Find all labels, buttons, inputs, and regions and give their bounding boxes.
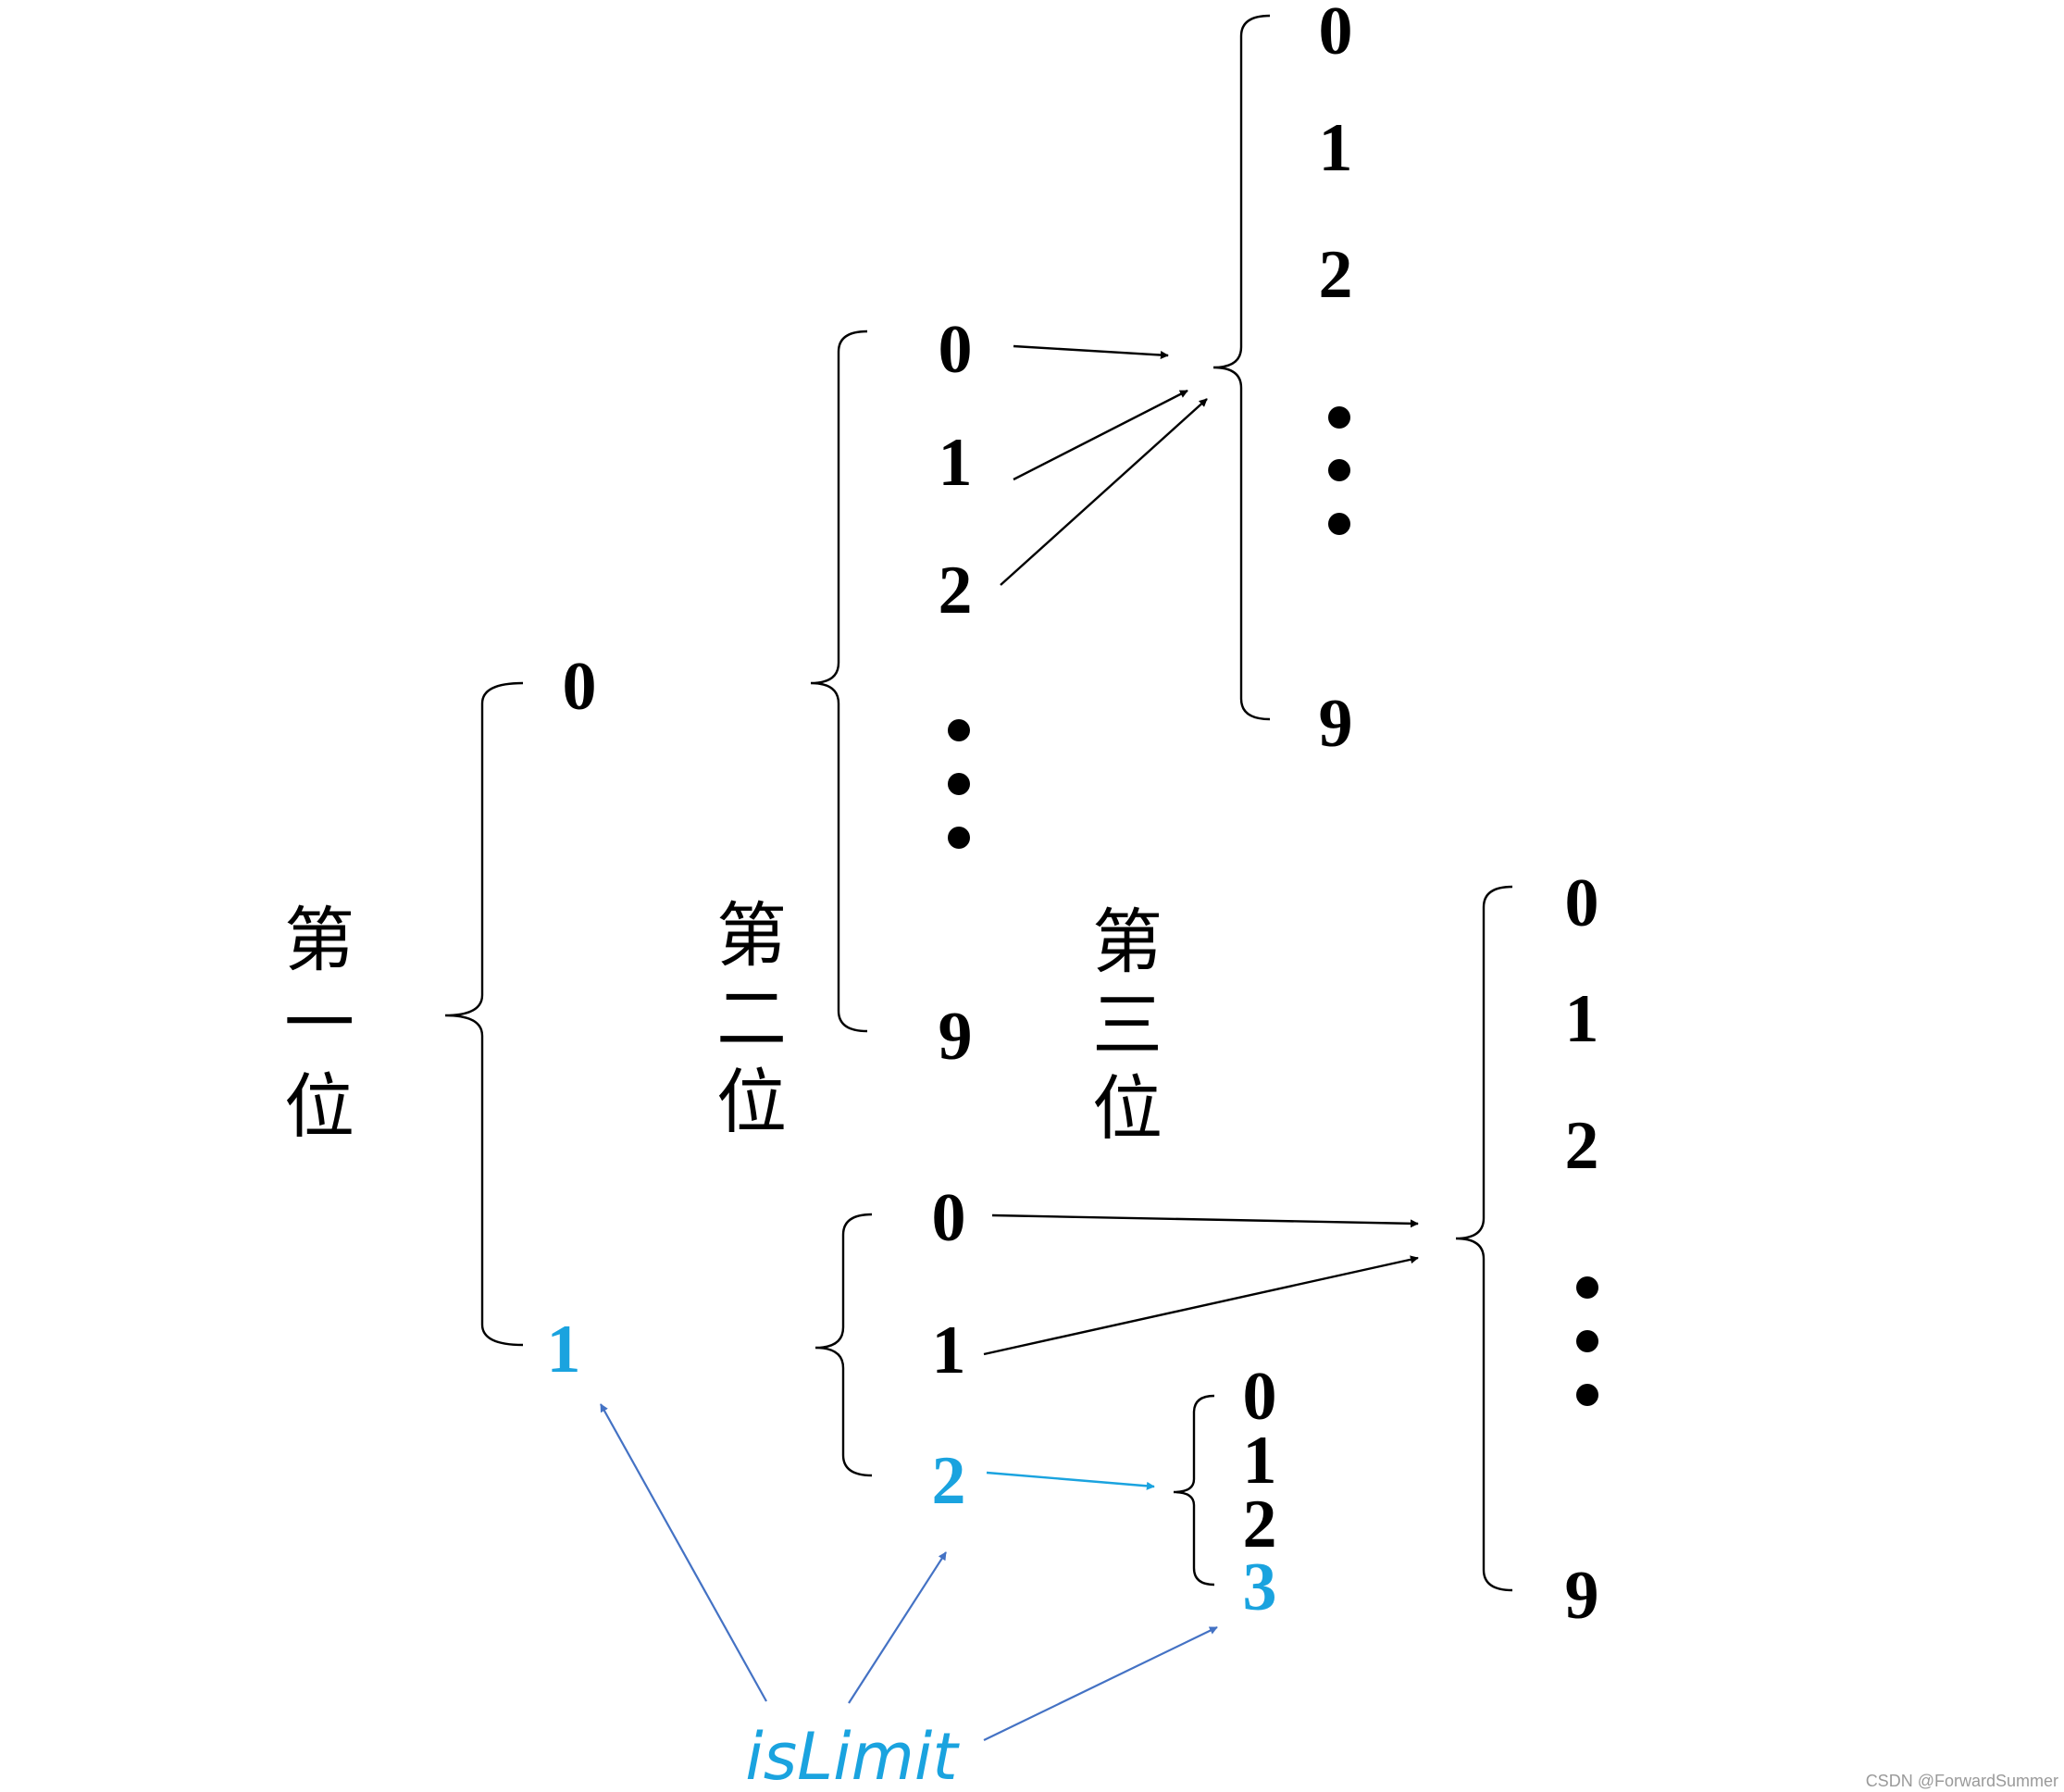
arrow-second-under-1-1-to-free-subtree xyxy=(983,1255,1419,1356)
arrow-second-2-to-limited-subtree xyxy=(986,1471,1155,1490)
watermark: CSDN @ForwardSummer xyxy=(1866,1772,2058,1790)
third-under-1-free-ellipsis-dot-2 xyxy=(1576,1330,1598,1352)
arrow-islimit-to-second-2 xyxy=(848,1551,947,1704)
second-under-0-ellipsis-dot-2 xyxy=(948,773,970,795)
third-under-0-ellipsis-dot-1 xyxy=(1328,406,1350,429)
third-digit-under-1-2-brace xyxy=(1173,1394,1215,1587)
third-under-1-free-digit-9: 9 xyxy=(1565,1558,1599,1634)
second-under-1-digit-1: 1 xyxy=(932,1313,966,1388)
third-under-1-2-digit-1: 1 xyxy=(1243,1423,1277,1499)
arrow-islimit-to-first-1 xyxy=(600,1403,767,1702)
second-digit-under-0-brace xyxy=(810,330,868,1033)
second-position-label: 第 二 位 xyxy=(716,894,787,1143)
second-under-0-digit-0: 0 xyxy=(939,312,973,388)
third-under-0-digit-9: 9 xyxy=(1319,686,1353,762)
third-under-0-digit-0: 0 xyxy=(1319,0,1353,69)
third-under-1-2-digit-2: 2 xyxy=(1243,1487,1277,1562)
arrow-second-2-to-third-subtree xyxy=(1000,398,1208,586)
first-digit-brace xyxy=(444,681,524,1347)
arrow-second-0-to-third-subtree xyxy=(1013,344,1169,360)
third-position-char-3: 位 xyxy=(1092,1067,1163,1150)
third-under-1-free-digit-2: 2 xyxy=(1565,1108,1599,1184)
second-under-0-digit-9: 9 xyxy=(939,999,973,1075)
second-under-0-ellipsis-dot-3 xyxy=(948,827,970,849)
second-position-char-3: 位 xyxy=(716,1061,787,1143)
third-under-0-ellipsis-dot-2 xyxy=(1328,459,1350,481)
arrow-second-under-1-0-to-free-subtree xyxy=(991,1213,1419,1228)
second-position-char-1: 第 xyxy=(716,894,787,977)
second-under-0-digit-2: 2 xyxy=(939,553,973,628)
third-position-label: 第 三 位 xyxy=(1092,901,1163,1150)
first-position-char-2: 一 xyxy=(284,982,354,1064)
second-under-1-digit-2-highlighted: 2 xyxy=(932,1443,966,1519)
first-position-char-1: 第 xyxy=(284,899,354,981)
third-under-1-free-digit-1: 1 xyxy=(1565,981,1599,1057)
third-under-0-digit-2: 2 xyxy=(1319,237,1353,313)
third-digit-under-0-brace xyxy=(1212,14,1271,721)
second-position-char-2: 二 xyxy=(716,977,787,1060)
third-under-1-free-digit-0: 0 xyxy=(1565,865,1599,941)
third-position-char-2: 三 xyxy=(1092,984,1163,1066)
second-digit-under-1-brace xyxy=(814,1213,873,1477)
third-digit-under-1-free-brace xyxy=(1455,885,1513,1592)
arrow-islimit-to-third-3 xyxy=(983,1626,1218,1741)
third-under-1-free-ellipsis-dot-1 xyxy=(1576,1276,1598,1299)
arrow-second-1-to-third-subtree xyxy=(1013,389,1188,481)
third-under-1-free-ellipsis-dot-3 xyxy=(1576,1384,1598,1406)
third-under-0-ellipsis-dot-3 xyxy=(1328,513,1350,535)
third-under-0-digit-1: 1 xyxy=(1319,110,1353,186)
third-under-1-2-digit-0: 0 xyxy=(1243,1359,1277,1435)
first-digit-0: 0 xyxy=(563,649,597,725)
second-under-0-ellipsis-dot-1 xyxy=(948,719,970,741)
islimit-label: isLimit xyxy=(745,1719,960,1792)
third-under-1-2-digit-3-highlighted: 3 xyxy=(1243,1549,1277,1625)
first-position-label: 第 一 位 xyxy=(284,899,354,1148)
first-position-char-3: 位 xyxy=(284,1065,354,1148)
third-position-char-1: 第 xyxy=(1092,901,1163,983)
first-digit-1-highlighted: 1 xyxy=(547,1312,581,1388)
second-under-0-digit-1: 1 xyxy=(939,425,973,501)
second-under-1-digit-0: 0 xyxy=(932,1180,966,1256)
